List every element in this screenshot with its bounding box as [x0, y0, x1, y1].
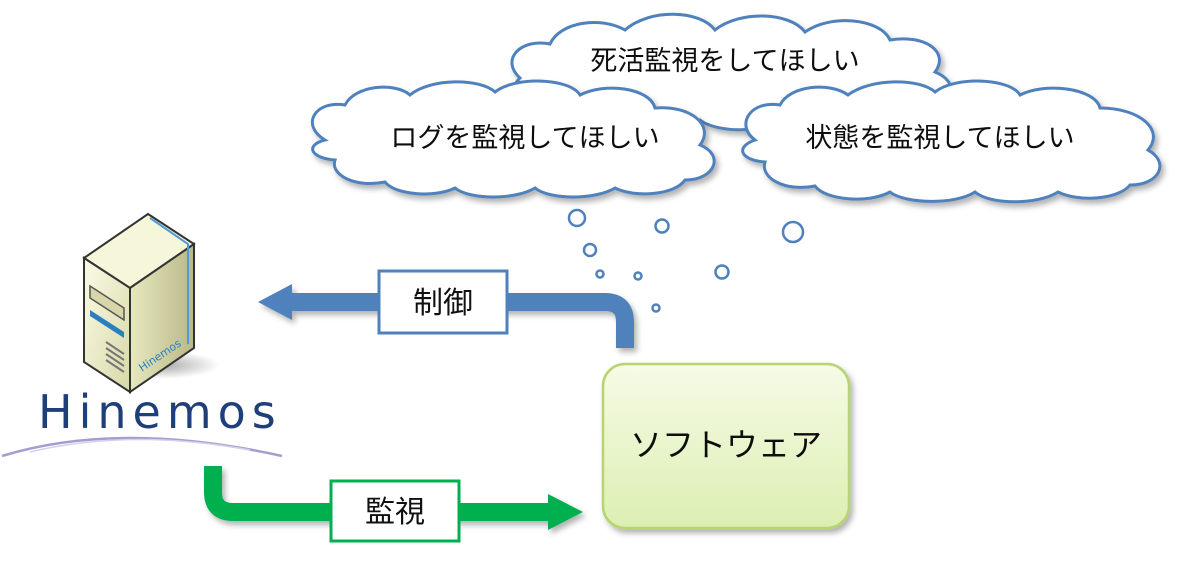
hinemos-brand-text: Hinemos	[38, 385, 282, 439]
thought-bubble	[595, 269, 605, 279]
thought-bubble	[651, 303, 661, 313]
cloud-state-text: 状態を監視してほしい	[805, 123, 1074, 154]
thought-bubble	[654, 218, 670, 234]
thought-bubble	[781, 220, 805, 244]
software-box: ソフトウェア	[601, 362, 851, 530]
cloud-state: 状態を監視してほしい	[741, 79, 1162, 204]
thought-bubble	[633, 271, 643, 281]
thought-bubbles	[567, 208, 805, 313]
thought-bubble	[582, 242, 598, 258]
server-icon: Hinemos	[82, 212, 220, 394]
monitor-label-box: 監視	[329, 479, 461, 543]
software-label: ソフトウェア	[630, 426, 822, 464]
control-arrow	[258, 284, 634, 348]
control-label-box: 制御	[377, 269, 509, 335]
hinemos-logo: Hinemos	[1, 385, 283, 458]
monitor-label: 監視	[365, 495, 425, 530]
control-label: 制御	[413, 286, 473, 321]
monitor-arrow	[204, 466, 583, 530]
thought-bubble	[567, 208, 587, 228]
cloud-log-text: ログを監視してほしい	[390, 123, 659, 154]
thought-bubble	[714, 264, 730, 280]
cloud-log: ログを監視してほしい	[311, 79, 716, 199]
cloud-alive-text: 死活監視をしてほしい	[590, 46, 859, 77]
